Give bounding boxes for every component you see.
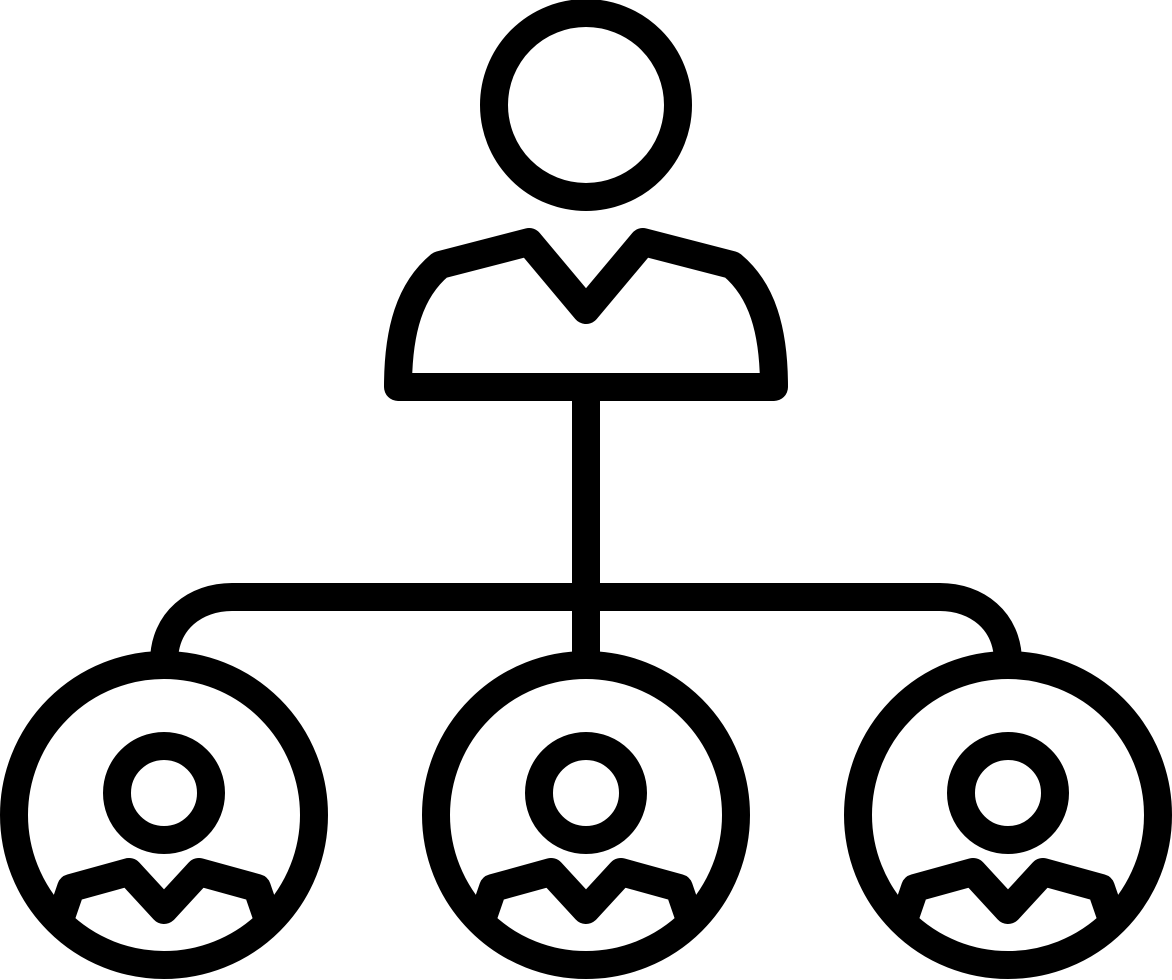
team-member-badge-circle bbox=[422, 651, 750, 979]
team-member-shoulders bbox=[47, 858, 281, 931]
manager-head bbox=[480, 0, 692, 211]
team-member-center-icon bbox=[422, 651, 750, 979]
team-member-head bbox=[525, 732, 647, 854]
manager-person-icon bbox=[384, 0, 788, 401]
team-member-badge-circle bbox=[0, 651, 328, 979]
team-member-left-icon bbox=[0, 651, 328, 979]
hierarchy-connector-lines bbox=[150, 373, 1022, 676]
team-member-badge-circle bbox=[844, 651, 1172, 979]
team-member-head bbox=[947, 732, 1069, 854]
team-member-shoulders bbox=[891, 858, 1125, 931]
team-member-head bbox=[103, 732, 225, 854]
manager-body bbox=[384, 228, 788, 401]
team-member-right-icon bbox=[844, 651, 1172, 979]
connector-horizontal-bar bbox=[150, 583, 1022, 676]
team-member-shoulders bbox=[469, 858, 703, 931]
team-members-row bbox=[0, 651, 1172, 979]
